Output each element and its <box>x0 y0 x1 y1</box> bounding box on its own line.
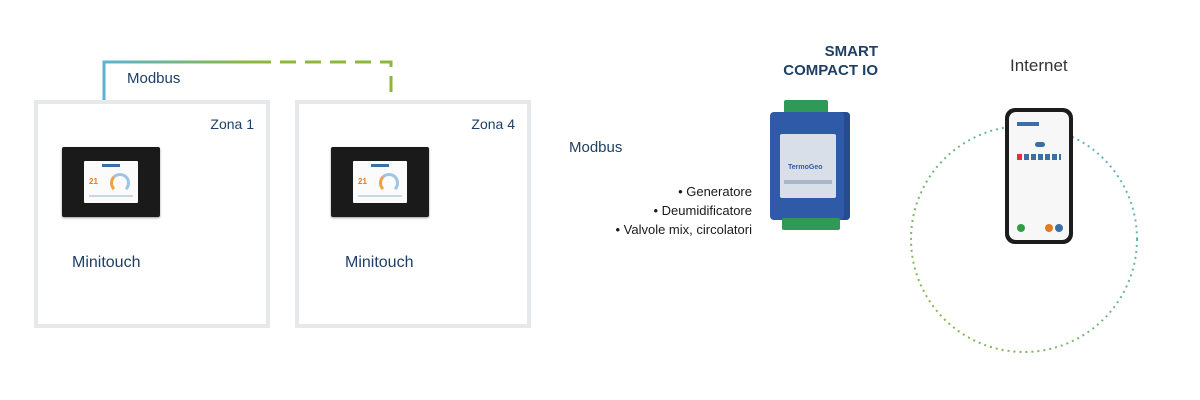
controller-title-line2: COMPACT IO <box>783 62 878 79</box>
controller-title: SMART COMPACT IO <box>758 42 878 80</box>
terminal-block-top <box>784 100 828 114</box>
function-item: Generatore <box>615 182 752 201</box>
panel-screen: 21 <box>84 161 138 203</box>
function-item: Deumidificatore <box>615 201 752 220</box>
modbus-top-line-dashed <box>255 60 393 148</box>
module-brand: TermoGeo <box>788 164 823 171</box>
internet-circle <box>910 125 1138 353</box>
smartphone-app <box>1005 108 1073 244</box>
panel-screen: 21 <box>353 161 407 203</box>
internet-label: Internet <box>1010 56 1068 75</box>
smart-compact-io-module: TermoGeo <box>768 100 852 230</box>
module-housing: TermoGeo <box>770 112 850 220</box>
device-label: Minitouch <box>72 254 141 271</box>
module-faceplate: TermoGeo <box>780 134 836 198</box>
zone-label: Zona 4 <box>471 116 515 132</box>
terminal-block-bottom <box>782 218 840 230</box>
function-item: Valvole mix, circolatori <box>615 220 752 239</box>
minitouch-panel-zone-1: 21 <box>62 147 160 217</box>
zone-label: Zona 1 <box>210 116 254 132</box>
modbus-label-top: Modbus <box>127 70 181 87</box>
device-label: Minitouch <box>345 254 414 271</box>
modbus-label-middle: Modbus <box>569 139 623 156</box>
controller-title-line1: SMART <box>824 43 878 60</box>
phone-screen <box>1009 112 1069 240</box>
controller-functions-list: Generatore Deumidificatore Valvole mix, … <box>615 182 752 239</box>
minitouch-panel-zone-4: 21 <box>331 147 429 217</box>
